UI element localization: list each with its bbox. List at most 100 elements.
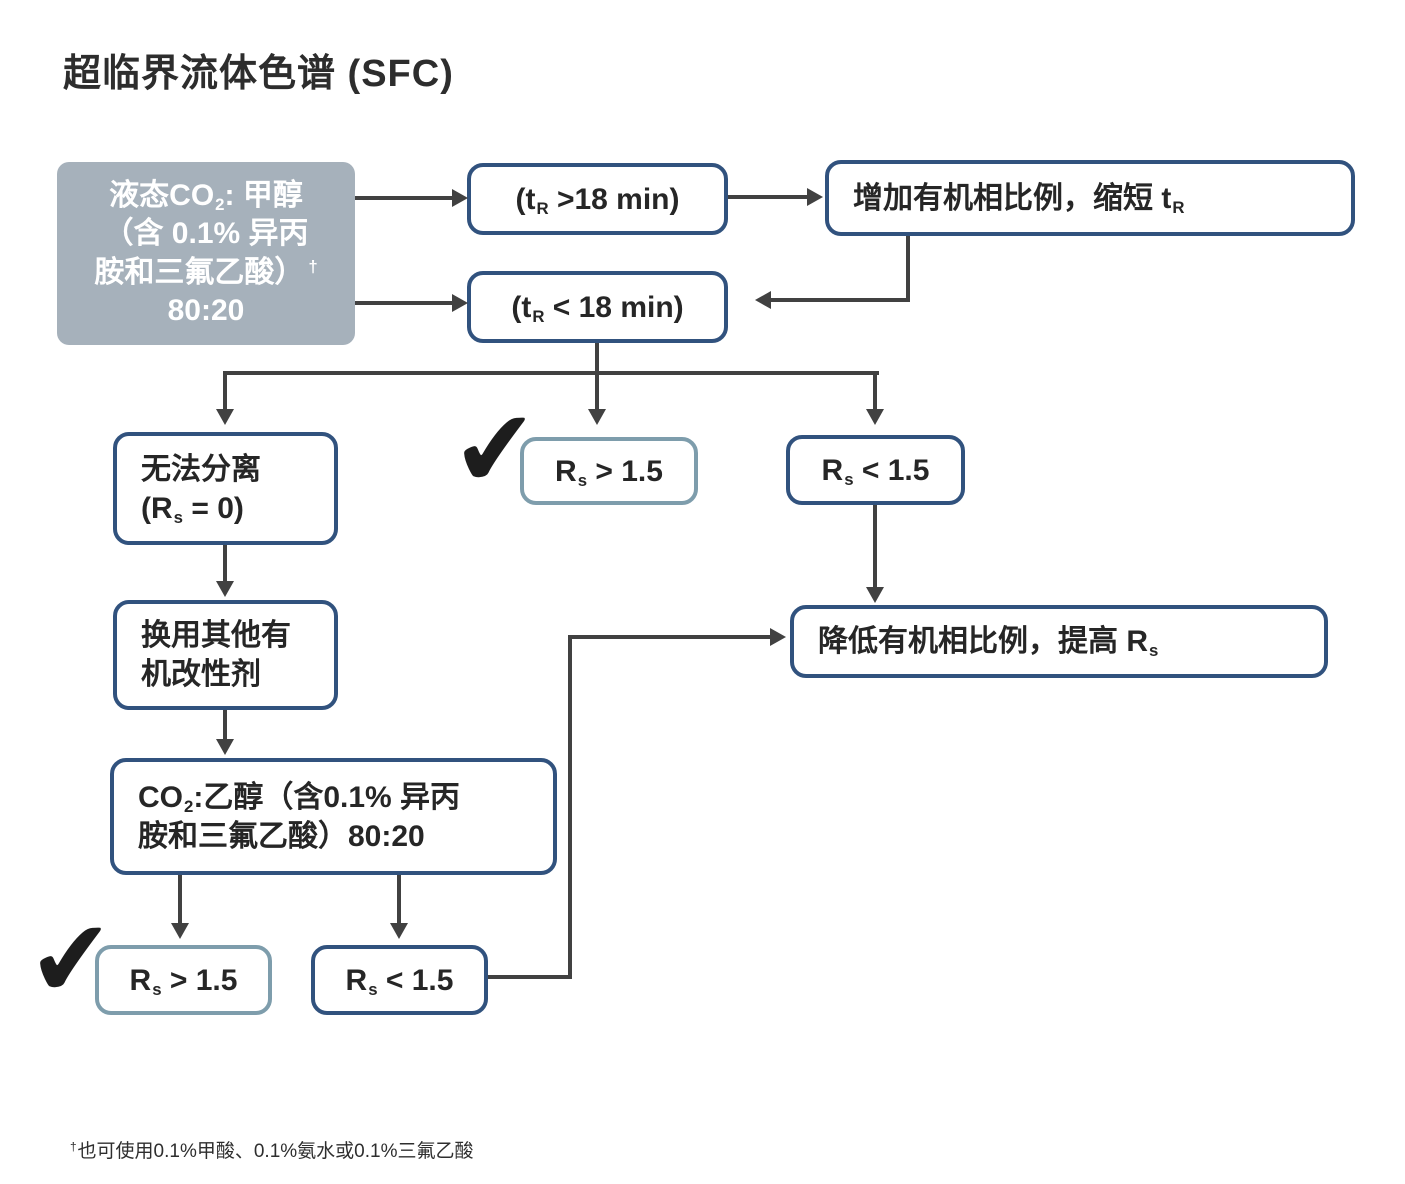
connector-elbow-to-decrease xyxy=(568,635,772,639)
node-rs-lt-1-5-top: Rs < 1.5 xyxy=(786,435,965,505)
connector-rslt15top-to-decrease xyxy=(873,505,877,589)
dagger-superscript: † xyxy=(70,1141,77,1155)
subscript: s xyxy=(1149,641,1159,661)
connector-start-to-trlt18 xyxy=(355,301,454,305)
text-segment: R xyxy=(821,453,844,487)
node-text-line: CO2:乙醇（含0.1% 异丙 xyxy=(138,778,460,817)
connector-start-to-trgt18 xyxy=(355,196,454,200)
footnote-text: 也可使用0.1%甲酸、0.1%氨水或0.1%三氟乙酸 xyxy=(77,1141,474,1162)
node-text-line: 胺和三氟乙酸）† xyxy=(94,254,317,292)
text-segment: > 1.5 xyxy=(587,454,663,488)
arrowhead-down xyxy=(390,923,408,939)
connector-trgt18-to-increase xyxy=(728,195,809,199)
text-segment: : 甲醇 xyxy=(224,178,303,212)
text-segment: R xyxy=(555,454,577,488)
text-segment: 液态CO xyxy=(109,178,215,212)
check-icon: ✔ xyxy=(24,899,120,1021)
text-segment: (t xyxy=(511,290,532,324)
text-segment: CO xyxy=(138,780,183,814)
subscript: s xyxy=(577,470,588,490)
node-text-line: Rs < 1.5 xyxy=(346,961,454,1000)
connector-branch-left xyxy=(223,371,227,411)
connector-switch-to-co2 xyxy=(223,710,227,741)
subscript: s xyxy=(844,469,854,489)
text-segment: 降低有机相比例，提高 R xyxy=(818,625,1148,658)
connector-increase-to-trlt18 xyxy=(770,298,910,302)
text-segment: > 1.5 xyxy=(161,963,238,997)
subscript: s xyxy=(173,507,183,527)
node-text-line: (tR >18 min) xyxy=(516,180,680,219)
subscript: s xyxy=(368,979,378,999)
text-segment: = 0) xyxy=(183,491,244,525)
node-unable-to-separate: 无法分离 (Rs = 0) xyxy=(113,432,338,545)
node-liquid-co2-methanol: 液态CO2: 甲醇 （含 0.1% 异丙 胺和三氟乙酸）† 80:20 xyxy=(57,162,355,345)
node-rs-gt-1-5-bot: Rs > 1.5 xyxy=(95,945,272,1015)
node-text-line: Rs > 1.5 xyxy=(130,961,238,1000)
node-text-line: 胺和三氟乙酸）80:20 xyxy=(138,819,425,853)
arrowhead-down xyxy=(216,739,234,755)
dagger-superscript: † xyxy=(308,257,318,277)
arrowhead-right xyxy=(807,188,823,206)
node-text-line: （含 0.1% 异丙 xyxy=(103,217,309,251)
node-rs-gt-1-5-mid: Rs > 1.5 xyxy=(520,437,698,505)
node-text-line: 增加有机相比例，缩短 tR xyxy=(853,179,1184,218)
node-text-line: Rs < 1.5 xyxy=(822,451,930,490)
arrowhead-down xyxy=(216,409,234,425)
text-segment: 增加有机相比例，缩短 t xyxy=(853,181,1172,215)
node-tr-gt-18min: (tR >18 min) xyxy=(467,163,728,235)
node-text-line: (tR < 18 min) xyxy=(511,288,683,327)
text-segment: (t xyxy=(515,182,536,216)
text-segment: < 1.5 xyxy=(853,453,930,487)
node-decrease-organic-ratio: 降低有机相比例，提高 Rs xyxy=(790,605,1328,678)
connector-increase-down xyxy=(906,236,910,302)
text-segment: :乙醇（含0.1% 异丙 xyxy=(193,780,461,814)
text-segment: < 18 min) xyxy=(544,290,684,324)
node-text-line: 机改性剂 xyxy=(141,658,261,691)
connector-rslt15bot-right xyxy=(488,975,572,979)
subscript: 2 xyxy=(215,195,225,215)
arrowhead-right xyxy=(770,628,786,646)
subscript: R xyxy=(536,198,549,218)
arrowhead-down xyxy=(866,409,884,425)
subscript: R xyxy=(532,306,545,326)
arrowhead-right xyxy=(452,189,468,207)
arrowhead-left xyxy=(755,291,771,309)
node-text-line: 无法分离 xyxy=(141,452,261,486)
arrowhead-right xyxy=(452,294,468,312)
text-segment: >18 min) xyxy=(548,182,680,216)
text-segment: < 1.5 xyxy=(377,963,454,997)
arrowhead-down xyxy=(171,923,189,939)
text-segment: R xyxy=(345,963,368,997)
connector-unable-to-switch xyxy=(223,545,227,583)
node-switch-organic-modifier: 换用其他有 机改性剂 xyxy=(113,600,338,710)
connector-trlt18-down xyxy=(595,343,599,375)
node-text-line: 降低有机相比例，提高 Rs xyxy=(818,622,1158,661)
node-text-line: Rs > 1.5 xyxy=(555,452,663,491)
node-increase-organic-ratio: 增加有机相比例，缩短 tR xyxy=(825,160,1355,236)
arrowhead-down xyxy=(588,409,606,425)
node-text-line: 80:20 xyxy=(167,293,245,327)
check-icon: ✔ xyxy=(448,389,544,511)
connector-elbow-up xyxy=(568,635,572,979)
connector-branch-bar xyxy=(223,371,879,375)
footnote: †也可使用0.1%甲酸、0.1%氨水或0.1%三氟乙酸 xyxy=(70,1136,473,1163)
text-segment: (R xyxy=(141,491,173,525)
subscript: s xyxy=(152,979,162,999)
connector-branch-right xyxy=(873,371,877,411)
arrowhead-down xyxy=(216,581,234,597)
page-title: 超临界流体色谱 (SFC) xyxy=(63,53,454,95)
subscript: 2 xyxy=(184,796,194,816)
node-co2-ethanol: CO2:乙醇（含0.1% 异丙 胺和三氟乙酸）80:20 xyxy=(110,758,557,875)
node-text-line: 换用其他有 xyxy=(141,619,291,652)
text-segment: 胺和三氟乙酸） xyxy=(94,255,305,289)
node-text-line: (Rs = 0) xyxy=(141,489,244,528)
text-segment: R xyxy=(129,963,152,997)
arrowhead-down xyxy=(866,587,884,603)
node-text-line: 液态CO2: 甲醇 xyxy=(109,177,303,215)
connector-co2-to-rslt15 xyxy=(397,875,401,925)
connector-co2-to-rsgt15 xyxy=(178,875,182,925)
node-tr-lt-18min: (tR < 18 min) xyxy=(467,271,728,343)
node-rs-lt-1-5-bot: Rs < 1.5 xyxy=(311,945,488,1015)
connector-branch-mid xyxy=(595,371,599,411)
